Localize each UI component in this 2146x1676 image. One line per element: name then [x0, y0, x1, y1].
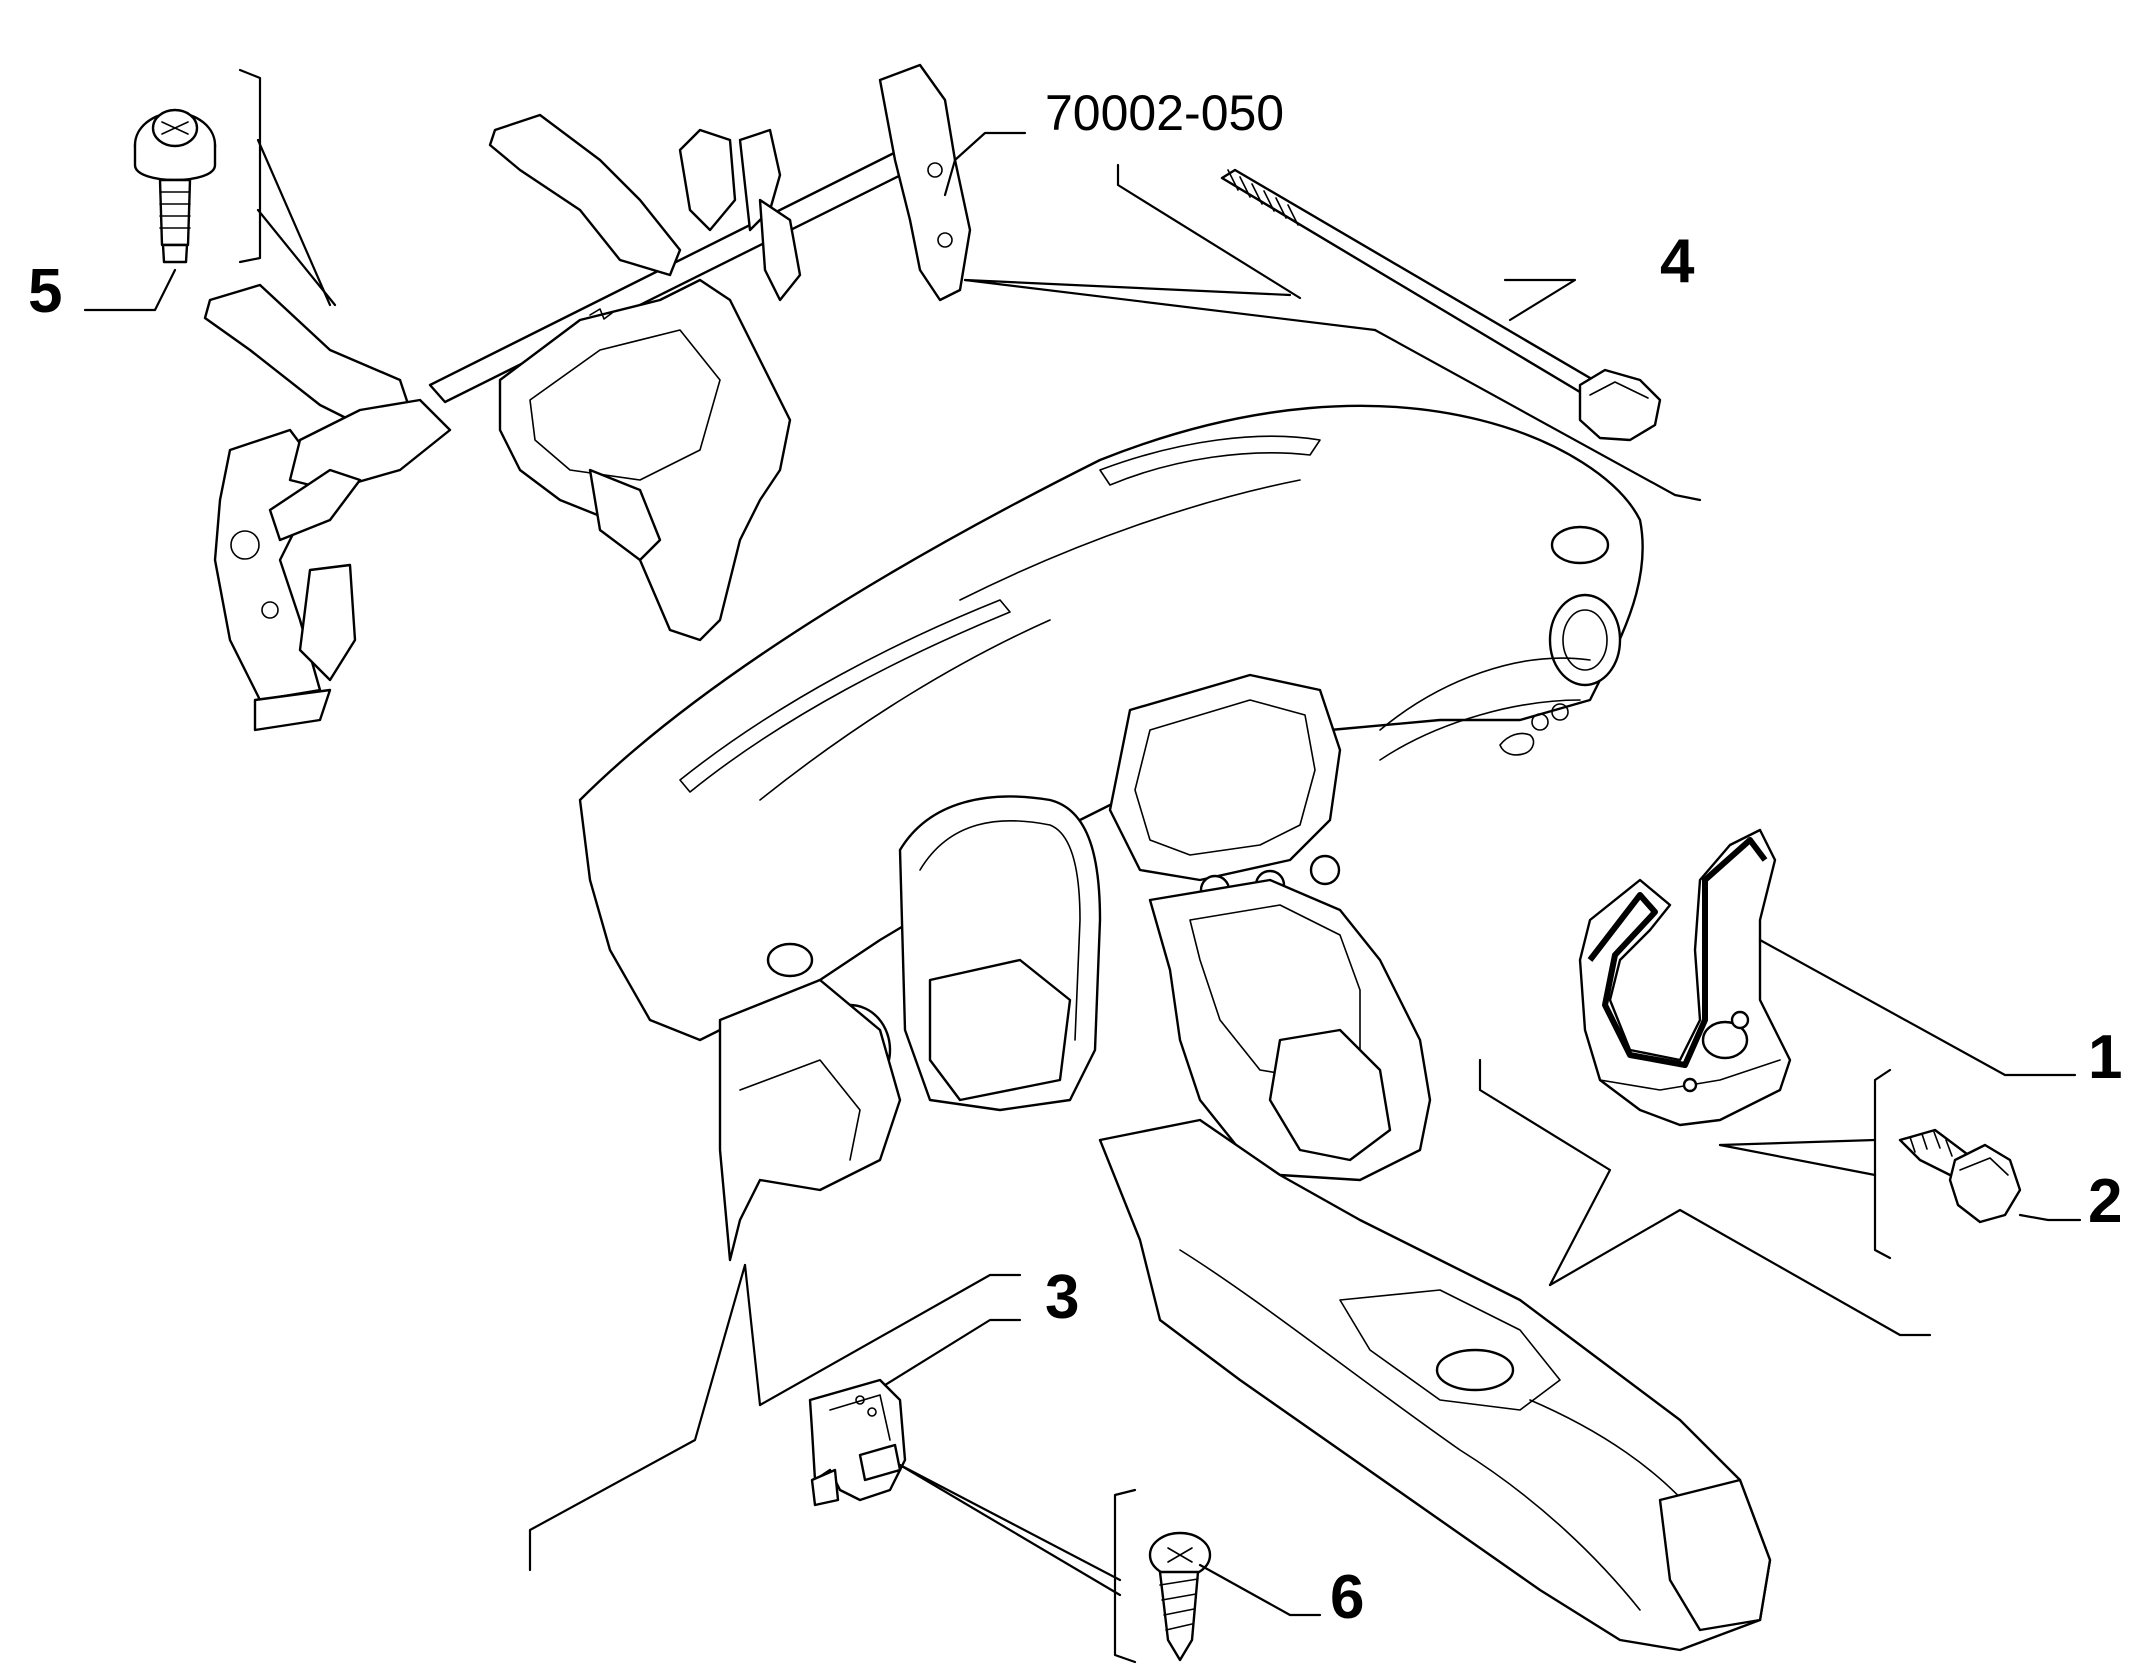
part-6-self-tapping-screw: [1148, 1531, 1212, 1662]
callout-label-6: 6: [1330, 1563, 1364, 1632]
part-3-mounting-bracket: [808, 1378, 907, 1507]
part-4-long-bolt: [1220, 168, 1662, 442]
leader-lines: [83, 68, 2082, 1664]
dashboard-cross-beam: [203, 63, 972, 732]
reference-number-label: 70002-050: [1045, 85, 1284, 141]
callout-label-3: 3: [1045, 1263, 1079, 1332]
part-2-flange-bolt: [1898, 1128, 2022, 1224]
callout-label-4: 4: [1660, 227, 1695, 296]
fiat-500-logo-icon: [1499, 703, 1569, 756]
callout-label-5: 5: [28, 257, 62, 326]
part-1-side-trim-bracket: [1578, 828, 1792, 1127]
dashboard-panel: [578, 404, 1772, 1652]
callout-label-1: 1: [2088, 1023, 2122, 1092]
part-5-cap-bolt: [133, 108, 217, 264]
callout-label-2: 2: [2088, 1167, 2122, 1236]
